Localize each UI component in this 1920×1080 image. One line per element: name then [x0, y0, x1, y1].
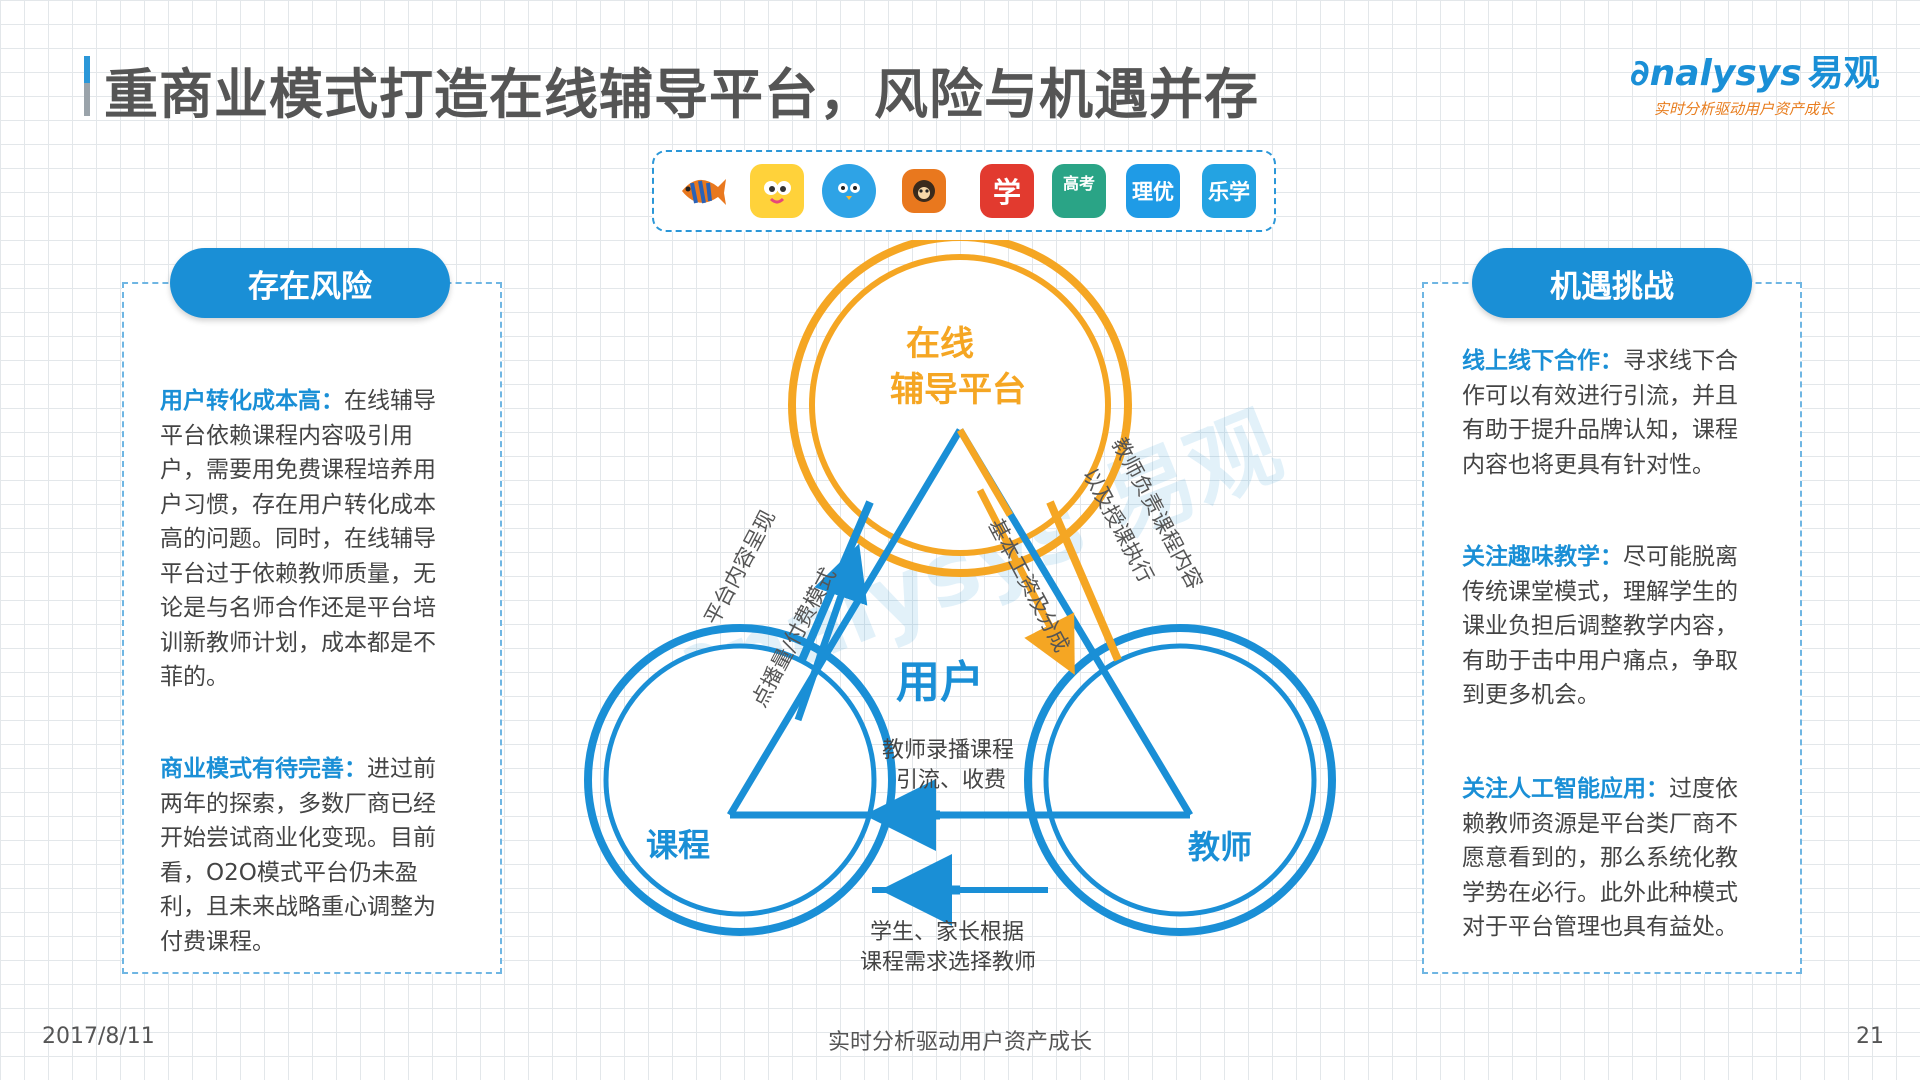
user-label: 用户: [896, 657, 984, 708]
platform-label-line1: 在线: [906, 324, 974, 364]
triangle-top-orange: [956, 428, 1014, 517]
risk-item-1-body: 在线辅导平台依赖课程内容吸引用户，需要用免费课程培养用户习惯，存在用户转化成本高…: [160, 388, 436, 690]
edge-label-teacher-course-1: 教师录播课程: [882, 738, 1015, 763]
platform-outer-ring: [788, 240, 1132, 577]
risk-heading: 存在风险: [170, 248, 450, 318]
page-title: 重商业模式打造在线辅导平台，风险与机遇并存: [104, 63, 1259, 126]
opportunity-item-3: 关注人工智能应用：过度依赖教师资源是平台类厂商不愿意看到的，那么系统化教学势在必…: [1462, 772, 1754, 945]
arrow-user-to-platform: [794, 543, 868, 722]
blue-bird-app-icon: [822, 164, 876, 218]
xue-app-icon: 学: [980, 164, 1034, 218]
opportunity-item-2: 关注趣味教学：尽可能脱离传统课堂模式，理解学生的课业负担后调整教学内容，有助于击…: [1462, 540, 1754, 713]
fish-app-icon: [676, 164, 730, 218]
logo-cn: 易观: [1807, 53, 1880, 94]
opportunity-item-1-body: 寻求线下合作可以有效进行引流，并且有助于提升品牌认知，课程内容也将更具有针对性。: [1462, 348, 1738, 478]
edge-label-bottom-1: 学生、家长根据: [870, 920, 1025, 945]
title-accent-bar: [84, 56, 90, 116]
triangle-left-edge: [726, 428, 964, 817]
opportunity-item-2-title: 关注趣味教学：: [1462, 544, 1623, 570]
teacher-outer-ring: [1024, 624, 1336, 936]
risk-item-1-title: 用户转化成本高：: [160, 388, 344, 414]
footer-tagline: 实时分析驱动用户资产成长: [828, 1030, 1093, 1055]
risk-item-2: 商业模式有待完善：进过前两年的探索，多数厂商已经开始尝试商业化变现。目前看，O2…: [160, 752, 452, 959]
teacher-inner-ring: [1043, 643, 1317, 917]
monkey-app-icon: [902, 169, 946, 213]
liyou-app-icon: 理优: [1126, 164, 1180, 218]
opportunity-item-2-body: 尽可能脱离传统课堂模式，理解学生的课业负担后调整教学内容，有助于击中用户痛点，争…: [1462, 544, 1738, 708]
opportunity-item-1-title: 线上线下合作：: [1462, 348, 1623, 374]
teacher-label: 教师: [1188, 828, 1253, 866]
logo-text: nalysys: [1649, 53, 1802, 94]
course-label: 课程: [646, 826, 711, 864]
logo-a-glyph: ∂: [1630, 53, 1650, 94]
cartoon-bird-app-icon: [750, 164, 804, 218]
risk-item-2-title: 商业模式有待完善：: [160, 756, 367, 782]
risk-panel: [122, 282, 502, 974]
risk-item-1: 用户转化成本高：在线辅导平台依赖课程内容吸引用户，需要用免费课程培养用户习惯，存…: [160, 384, 452, 695]
opportunity-item-3-body: 过度依赖教师资源是平台类厂商不愿意看到的，那么系统化教学势在必行。此外此种模式对…: [1462, 776, 1738, 940]
opportunity-item-1: 线上线下合作：寻求线下合作可以有效进行引流，并且有助于提升品牌认知，课程内容也将…: [1462, 344, 1754, 482]
opportunity-heading: 机遇挑战: [1472, 248, 1752, 318]
opportunity-panel: [1422, 282, 1802, 974]
app-icon-strip: 学 高考 理优 乐学: [652, 150, 1276, 232]
course-inner-ring: [603, 643, 877, 917]
arrow-platform-to-user: [976, 488, 1075, 675]
edge-label-teacher-course-2: 引流、收费: [896, 768, 1007, 793]
footer-date: 2017/8/11: [42, 1024, 155, 1049]
platform-diagram: ∂nalysys 易观 在线 辅导平台 用户 课程 教师 平台内容呈现 点播量/…: [540, 240, 1380, 1000]
teacher-platform-connector: [1046, 500, 1122, 662]
lexue-app-icon: 乐学: [1202, 164, 1256, 218]
platform-inner-ring: [809, 254, 1111, 556]
edge-label-bottom-2: 课程需求选择教师: [860, 950, 1037, 975]
opportunity-item-3-title: 关注人工智能应用：: [1462, 776, 1669, 802]
gaokao-app-icon: 高考: [1052, 164, 1106, 218]
logo-tagline: 实时分析驱动用户资产成长: [1654, 100, 1835, 118]
platform-label-line2: 辅导平台: [890, 370, 1026, 410]
page-number: 21: [1856, 1024, 1884, 1049]
risk-item-2-body: 进过前两年的探索，多数厂商已经开始尝试商业化变现。目前看，O2O模式平台仍未盈利…: [160, 756, 436, 955]
diagram-shapes: ∂nalysys 易观: [584, 240, 1336, 936]
